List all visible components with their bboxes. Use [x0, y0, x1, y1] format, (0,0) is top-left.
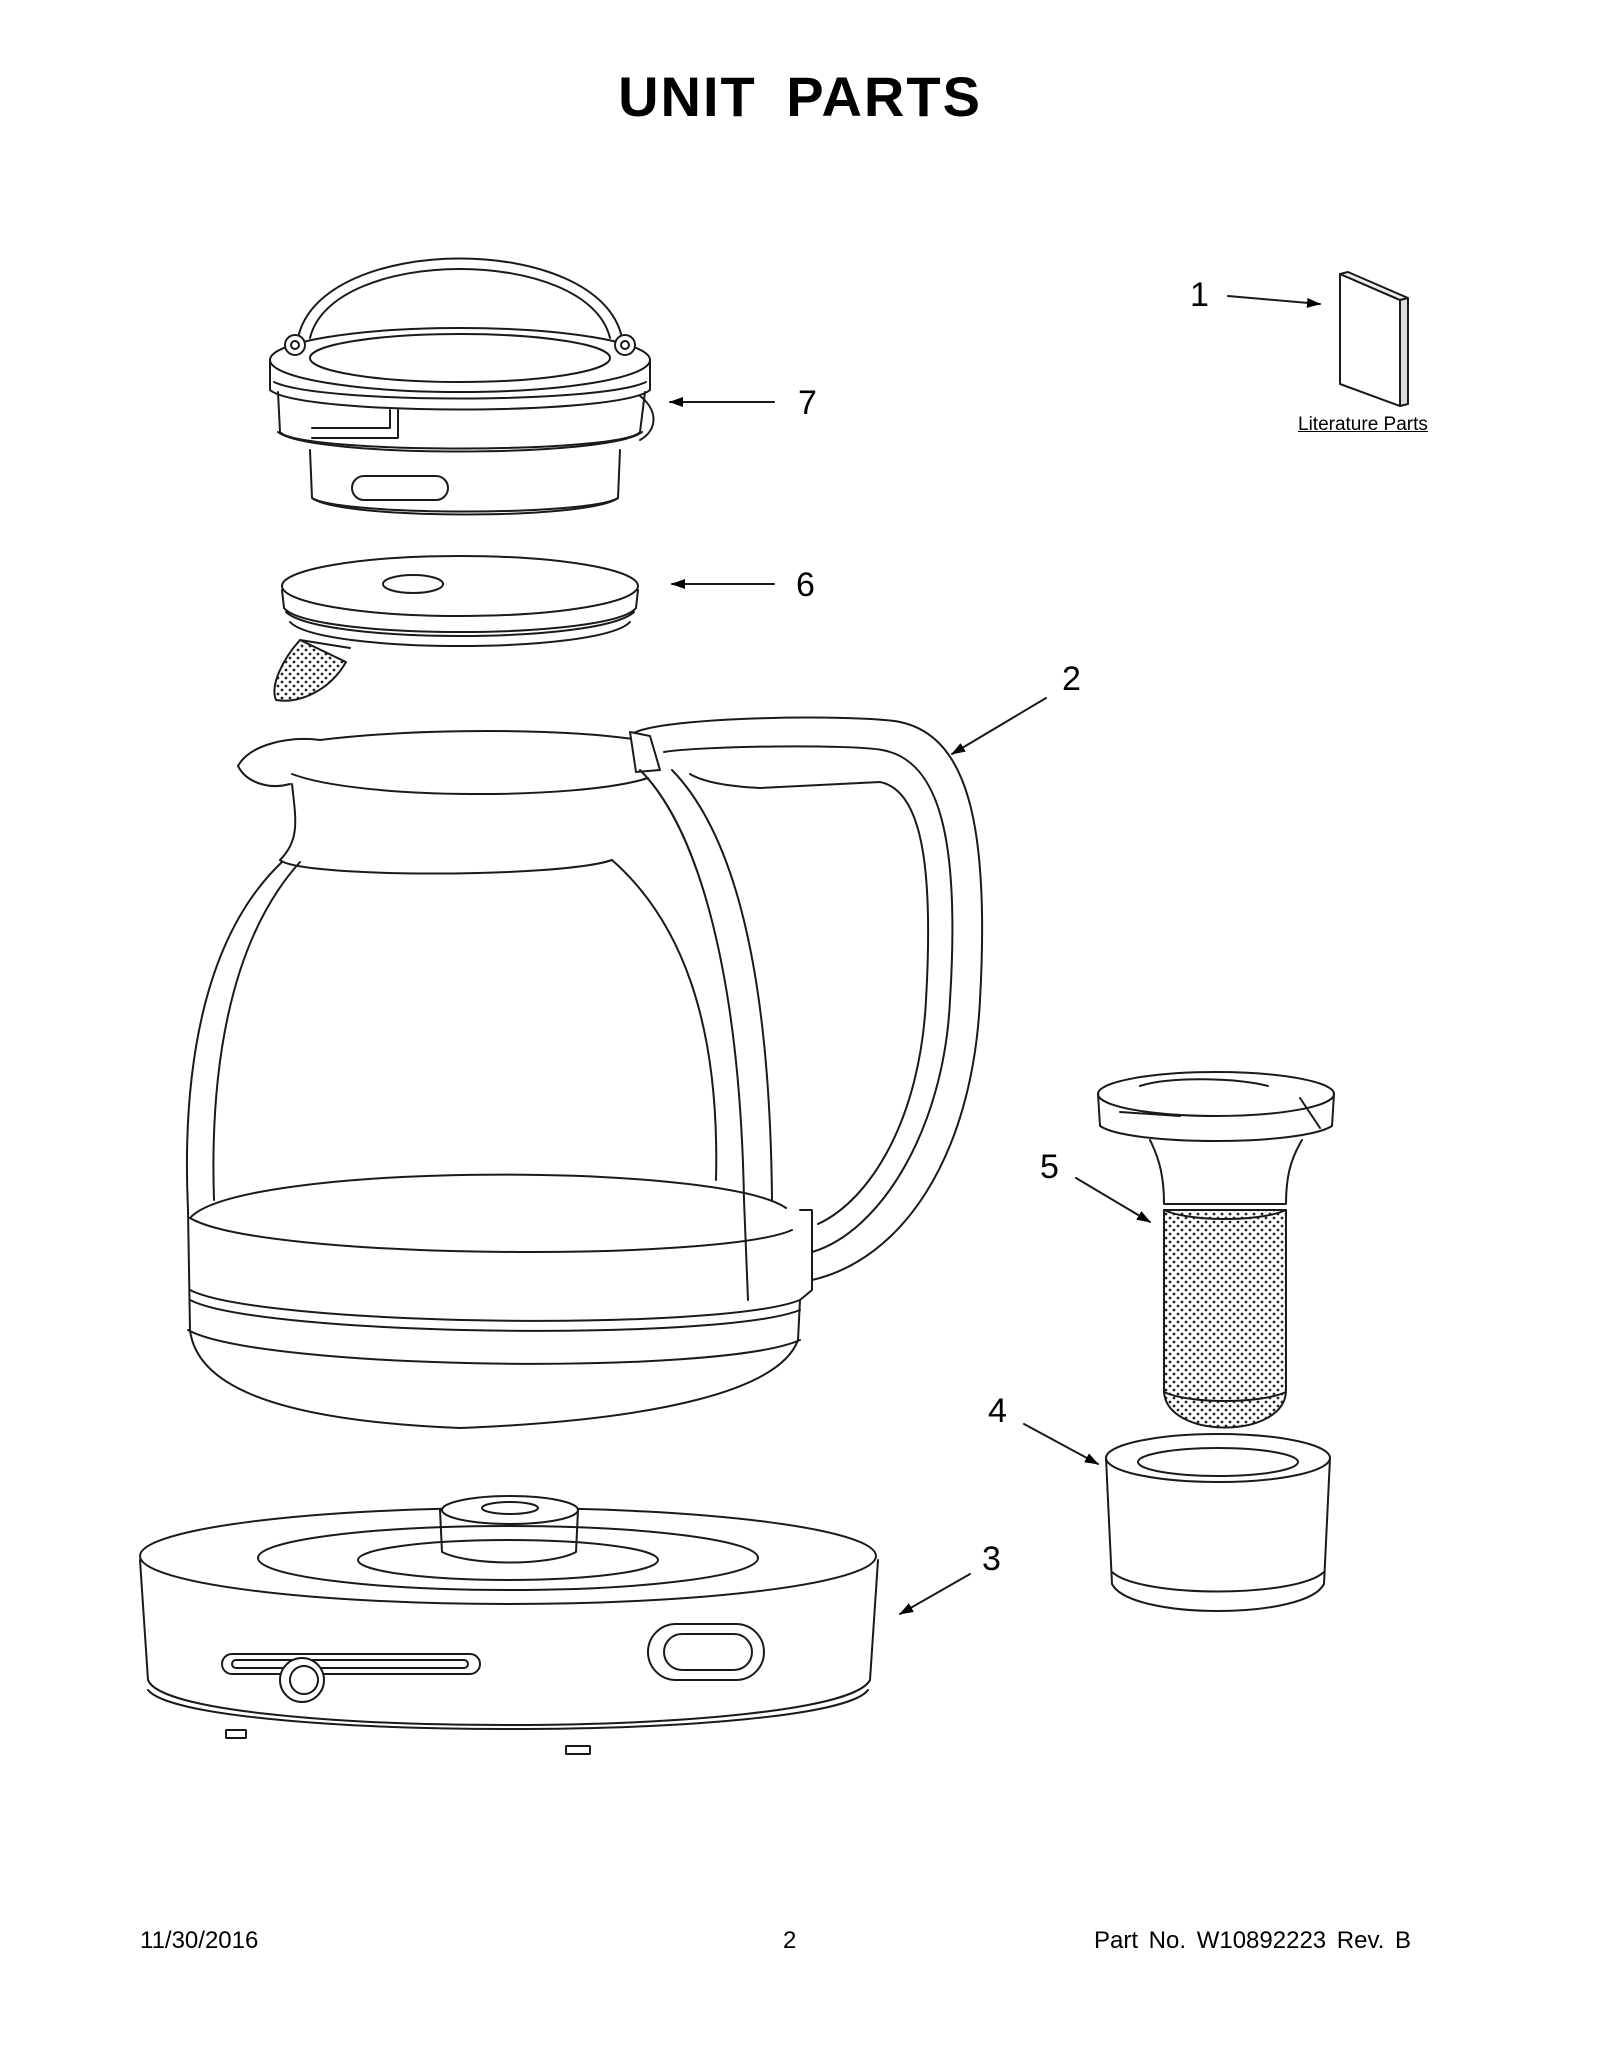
- footer-page-number: 2: [783, 1927, 797, 1954]
- literature-parts-label: Literature Parts: [1298, 414, 1428, 435]
- callout-arrow-4: [1023, 1423, 1099, 1465]
- footer-part-number: Part No. W10892223 Rev. B: [1094, 1927, 1412, 1954]
- callout-arrow-2: [951, 697, 1047, 755]
- callout-6: 6: [796, 566, 815, 604]
- callout-7: 7: [798, 384, 817, 422]
- glass-kettle-body-icon: [185, 716, 984, 1429]
- page-title: UNIT PARTS: [618, 65, 982, 128]
- kettle-base-icon: [139, 1495, 879, 1755]
- tea-infuser-basket-icon: [1097, 1071, 1335, 1429]
- callout-arrow-1: [1227, 295, 1321, 308]
- callout-5: 5: [1040, 1148, 1059, 1186]
- callout-4: 4: [988, 1392, 1007, 1430]
- callout-2: 2: [1062, 660, 1081, 698]
- literature-booklet-icon: [1339, 271, 1409, 407]
- kettle-lid-icon: [269, 257, 655, 516]
- callout-arrow-3: [899, 1573, 971, 1615]
- callout-arrow-5: [1075, 1177, 1151, 1223]
- callout-3: 3: [982, 1540, 1001, 1578]
- callout-1: 1: [1190, 276, 1209, 314]
- footer-date: 11/30/2016: [140, 1927, 259, 1954]
- callout-arrows: [669, 295, 1321, 1615]
- infuser-cup-icon: [1105, 1433, 1331, 1612]
- lid-gasket-filter-icon: [273, 555, 639, 702]
